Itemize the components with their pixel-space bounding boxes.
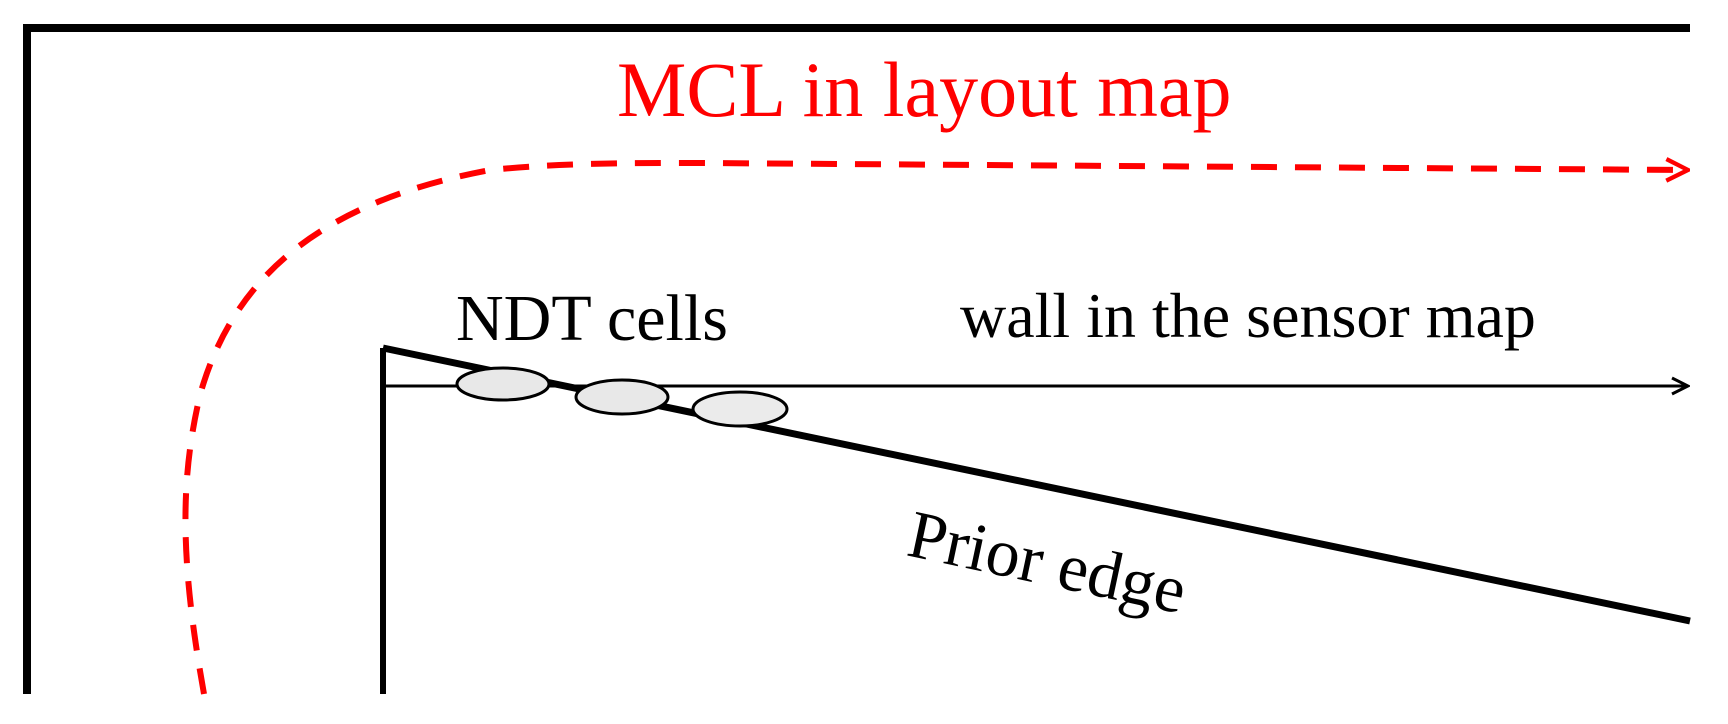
ndt-cells-label: NDT cells (456, 282, 728, 355)
mcl-label: MCL in layout map (617, 46, 1232, 133)
layout-map-boundary (23, 24, 1690, 694)
ndt-cell (455, 366, 551, 402)
ndt-cell (691, 390, 789, 428)
ndt-cell (574, 378, 670, 416)
wall-label: wall in the sensor map (960, 280, 1536, 351)
prior-edge-label: Prior edge (902, 495, 1193, 628)
mcl-path (182, 163, 1688, 695)
